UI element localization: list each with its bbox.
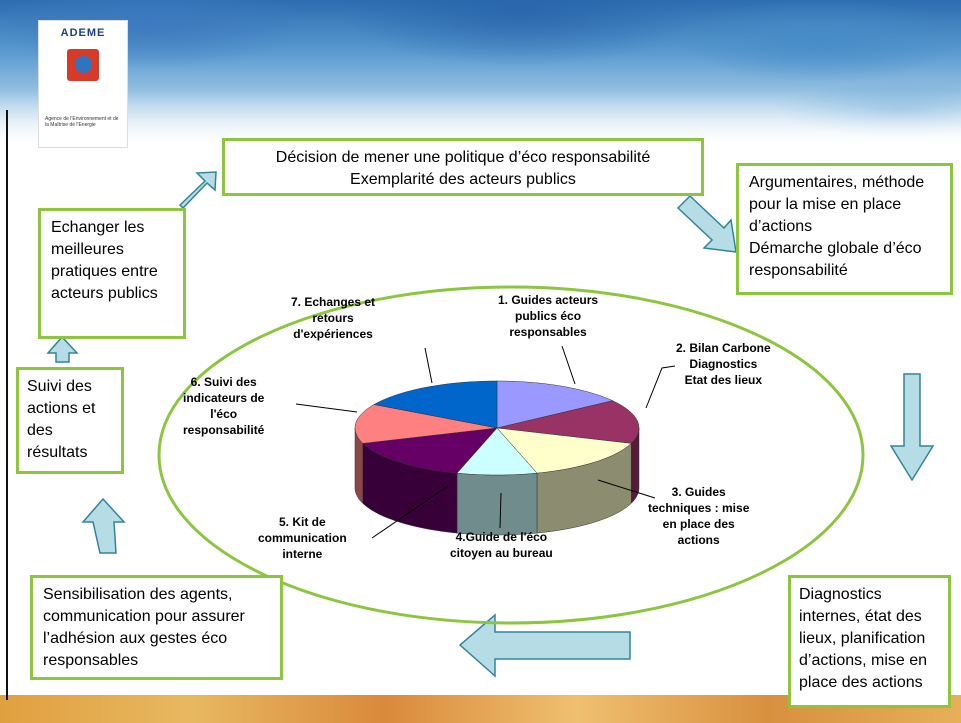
leader-line-2 [645,365,676,409]
pie-slice-5 [362,427,498,474]
leader-line-7 [424,347,433,384]
arrow-up-right-icon [178,171,217,210]
pie-slice-6 [354,404,498,444]
arrow-up-small-icon [46,335,79,363]
leader-line-6 [295,403,358,413]
leader-line-1 [561,345,576,385]
leader-line-5 [371,485,449,539]
cycle-ellipse [157,285,865,625]
globe-icon [67,49,99,81]
leader-line-3 [597,479,656,499]
logo-caption: Agence de l'Environnement et de la Maîtr… [45,116,119,128]
sky-background [0,0,961,150]
pie-side-layer [354,428,640,536]
leader-line-4 [499,492,502,529]
pie-side-4 [456,472,538,536]
logo-wordmark: ADEME [60,27,106,39]
box-sensibilisation: Sensibilisation des agents, communicatio… [30,575,283,680]
box-suivi: Suivi des actions et des résultats [16,367,124,474]
arrow-left-icon [458,613,631,678]
pie-slice-1 [496,380,614,429]
arrow-down-right-icon [676,194,737,253]
pie-slice-7 [373,380,498,429]
pie-slice-3 [496,427,632,474]
arrow-down-icon [889,373,935,482]
left-border-line [6,110,8,700]
pie-slice-2 [496,400,640,444]
box-diagnostics: Diagnostics internes, état des lieux, pl… [788,575,951,708]
box-decision: Décision de mener une politique d’éco re… [222,138,704,196]
box-argumentaires: Argumentaires, méthode pour la mise en p… [736,163,953,295]
pie-slice-4 [456,427,538,476]
arrow-up-icon [81,497,126,554]
pie-top-layer [354,380,640,476]
box-echanger: Echanger les meilleures pratiques entre … [38,208,186,339]
ademe-logo: ADEME Agence de l'Environnement et de la… [38,20,128,148]
